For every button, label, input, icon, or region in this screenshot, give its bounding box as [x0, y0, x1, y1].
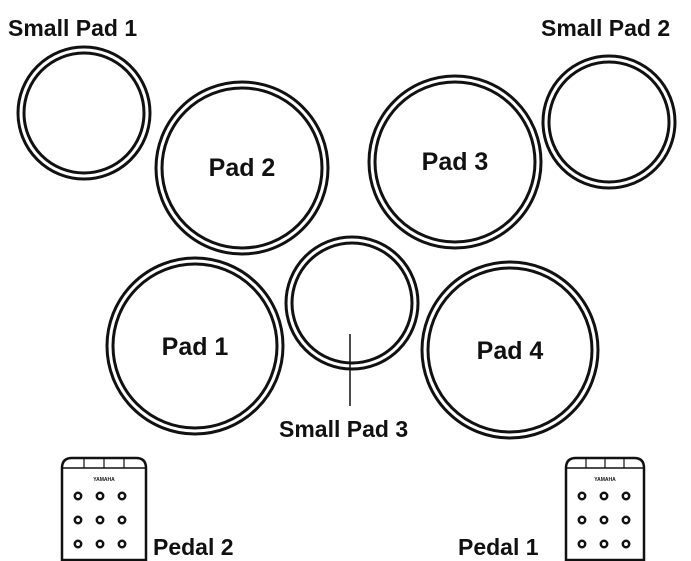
- small-pad-1-label: Small Pad 1: [8, 15, 138, 41]
- small-pad-3: [284, 235, 420, 406]
- pad-3: Pad 3: [367, 74, 543, 250]
- pad-1: Pad 1: [105, 256, 285, 436]
- pedal-2-brand-logo: YAMAHA: [93, 477, 115, 483]
- small-pad-2-label: Small Pad 2: [541, 15, 671, 41]
- pad-3-label: Pad 3: [422, 148, 489, 176]
- pedal-2: YAMAHA: [60, 456, 148, 561]
- pedal-1-brand-logo: YAMAHA: [594, 477, 616, 483]
- pedal-1: YAMAHA: [564, 456, 646, 561]
- pad-4: Pad 4: [420, 260, 600, 440]
- pad-4-label: Pad 4: [477, 337, 544, 365]
- small-pad-1: [16, 45, 152, 181]
- small-pad-2: [541, 54, 677, 190]
- pedal-2-knobs: [73, 491, 127, 549]
- pad-2: Pad 2: [154, 80, 330, 256]
- pad-1-label: Pad 1: [162, 333, 229, 361]
- small-pad-3-label: Small Pad 3: [279, 416, 409, 442]
- pedal-1-knobs: [577, 491, 631, 549]
- pedal-1-label: Pedal 1: [458, 534, 539, 560]
- pedal-2-label: Pedal 2: [153, 534, 234, 560]
- pad-2-label: Pad 2: [209, 154, 276, 182]
